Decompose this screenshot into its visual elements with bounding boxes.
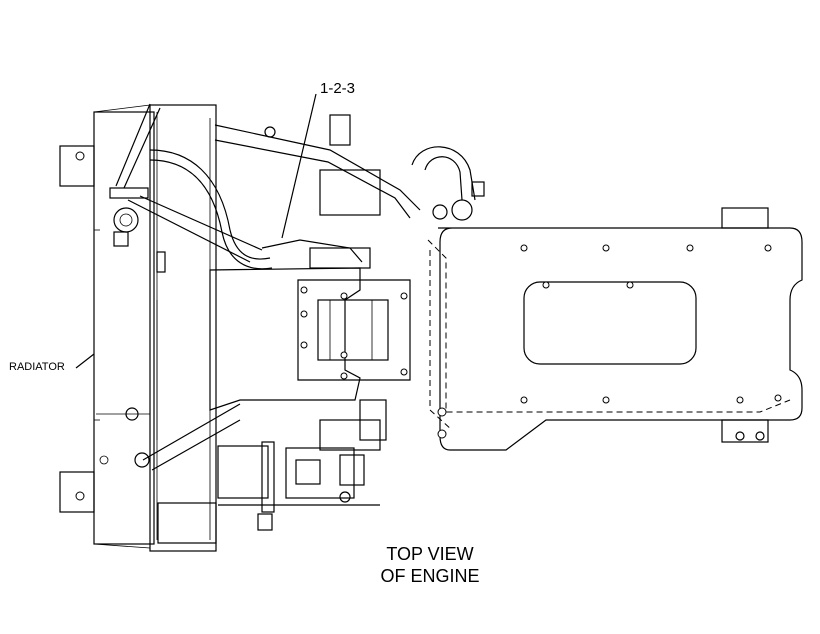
radiator-label: RADIATOR bbox=[9, 361, 65, 373]
engine-block bbox=[209, 239, 411, 451]
lower-components bbox=[157, 441, 380, 544]
radiator-assembly bbox=[59, 103, 263, 552]
callout-label: 1-2-3 bbox=[320, 80, 356, 97]
caption-line-1: TOP VIEW bbox=[386, 544, 474, 564]
view-caption: TOP VIEW OF ENGINE bbox=[360, 543, 500, 587]
radiator-leader-line bbox=[75, 353, 95, 369]
callout-leader-line bbox=[281, 93, 317, 239]
mounting-frame bbox=[427, 207, 803, 451]
hose-assembly bbox=[149, 114, 485, 270]
caption-line-2: OF ENGINE bbox=[380, 566, 480, 586]
